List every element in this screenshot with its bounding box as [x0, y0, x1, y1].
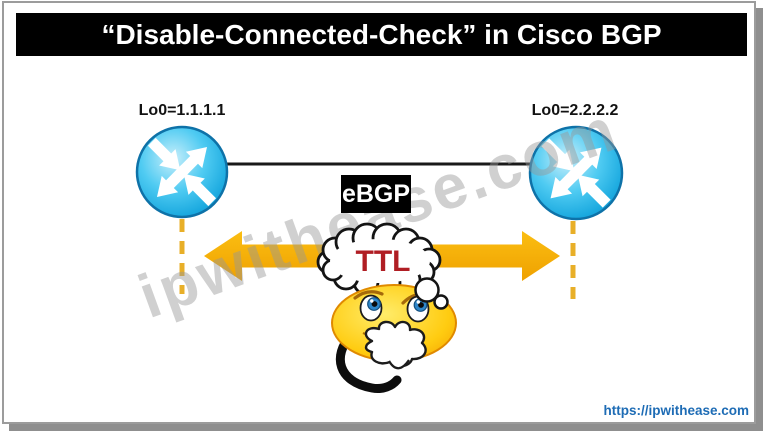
title-bar: “Disable-Connected-Check” in Cisco BGP: [16, 13, 747, 56]
router-icon-left: [135, 125, 229, 219]
router-icon-right: [528, 125, 624, 221]
ttl-label: TTL: [355, 245, 411, 278]
emoji-hand: [364, 320, 427, 368]
emoji-left-eyebrow: [353, 290, 384, 300]
emoji-arm: [335, 330, 402, 393]
slide-frame: ipwithease.com: [2, 1, 756, 424]
emoji-left-eye: [359, 294, 383, 322]
thinking-figure: [316, 222, 457, 393]
router-left-label: Lo0=1.1.1.1: [138, 102, 226, 119]
emoji-hand-cuff: [388, 359, 410, 370]
page-title: “Disable-Connected-Check” in Cisco BGP: [101, 18, 662, 50]
ebgp-label: eBGP: [341, 175, 411, 213]
thinking-emoji-icon: [331, 284, 457, 393]
router-right-label: Lo0=2.2.2.2: [531, 102, 619, 119]
thought-bubbles-icon: [414, 277, 449, 310]
footer-url-link[interactable]: https://ipwithease.com: [603, 403, 749, 418]
